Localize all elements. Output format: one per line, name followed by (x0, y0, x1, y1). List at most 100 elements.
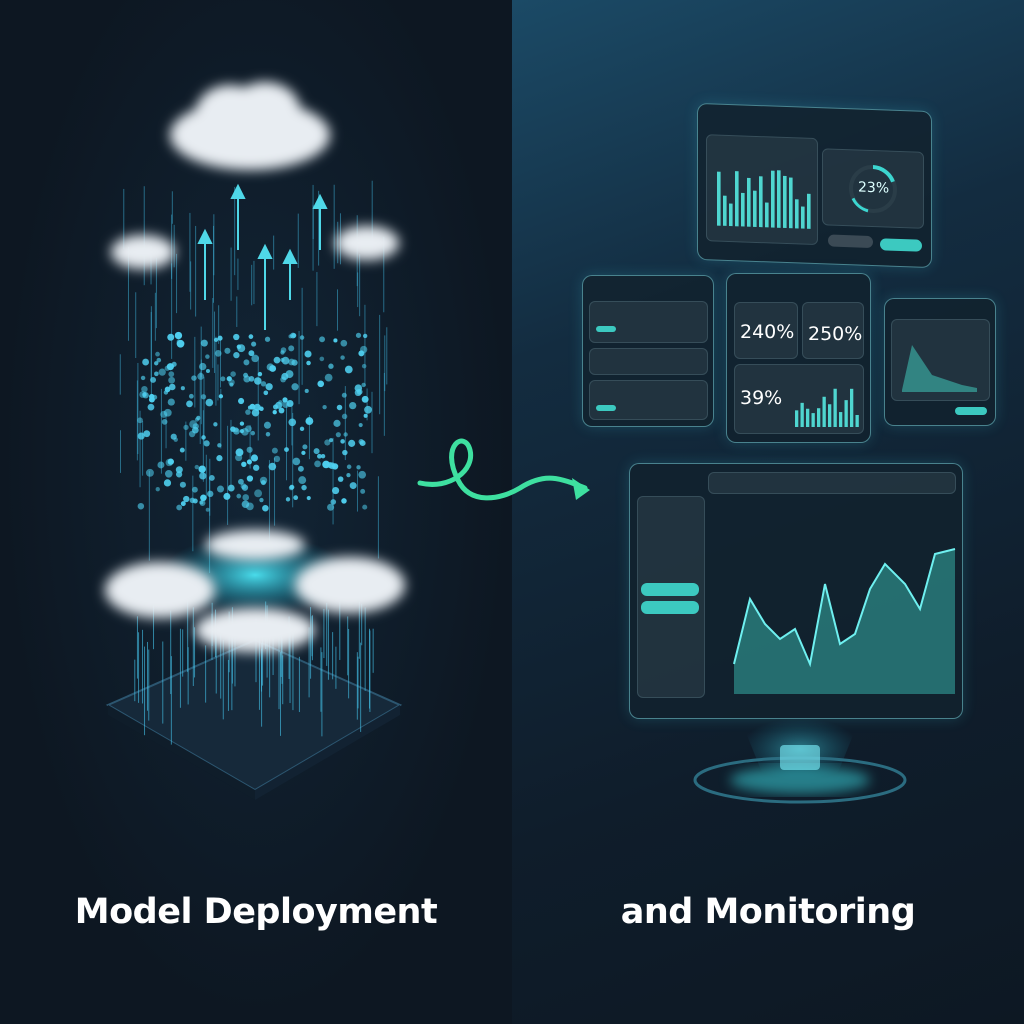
sidebar-item-active[interactable] (641, 583, 699, 596)
node (236, 493, 242, 499)
node (245, 409, 251, 415)
node (183, 495, 190, 503)
node (331, 486, 340, 495)
node (216, 455, 223, 462)
node (280, 357, 285, 362)
bar (729, 203, 733, 227)
node (330, 499, 337, 505)
node (304, 388, 309, 394)
node (250, 430, 256, 436)
node (343, 432, 348, 437)
node (328, 363, 334, 369)
node (259, 497, 264, 503)
node (361, 395, 369, 403)
node (150, 376, 157, 383)
dashboard-top[interactable]: 23% (697, 102, 932, 269)
node (141, 385, 148, 393)
node (250, 454, 259, 462)
bar (735, 171, 739, 227)
bar (828, 404, 832, 427)
node (359, 440, 366, 447)
sidebar-item-active[interactable] (641, 601, 699, 614)
node (164, 386, 171, 393)
node (340, 355, 345, 360)
primary-button[interactable] (880, 238, 922, 252)
bar (783, 175, 787, 229)
node (168, 383, 176, 391)
node (161, 419, 168, 425)
area-chart-card (891, 319, 990, 401)
node (358, 350, 365, 357)
node (314, 460, 321, 468)
bar (822, 396, 826, 427)
metric-card: 240% (734, 302, 798, 359)
node (329, 438, 334, 443)
cloud-icon (105, 82, 405, 652)
node (189, 420, 198, 429)
metric-card: 250% (802, 302, 864, 359)
bar (777, 170, 781, 228)
primary-button[interactable] (955, 407, 987, 415)
node (306, 360, 311, 366)
node (156, 357, 162, 363)
node (336, 404, 343, 411)
node (271, 447, 278, 454)
node (230, 426, 236, 432)
node (239, 421, 245, 426)
node (199, 472, 207, 480)
node (142, 358, 150, 366)
bar (795, 199, 799, 229)
line-chart (733, 548, 956, 694)
node (189, 497, 196, 504)
node (288, 485, 294, 491)
node (319, 356, 325, 362)
node (320, 453, 326, 459)
metric-row (589, 301, 708, 343)
bar (801, 206, 805, 229)
node (324, 439, 331, 446)
node (299, 335, 305, 340)
node (236, 344, 242, 349)
node (269, 365, 277, 372)
node (235, 454, 243, 462)
node (265, 432, 271, 437)
node (251, 341, 257, 347)
node (305, 417, 314, 426)
node (299, 426, 305, 432)
bar (806, 408, 810, 427)
sidebar (637, 496, 705, 698)
node (363, 413, 368, 418)
dashboard-left[interactable] (582, 275, 714, 427)
bar (789, 177, 793, 229)
secondary-button[interactable] (828, 234, 873, 249)
metric-value: 39% (740, 387, 783, 409)
dashboard-main[interactable] (629, 463, 963, 719)
node (249, 403, 256, 410)
node (355, 332, 362, 338)
node (324, 373, 333, 382)
node (264, 336, 271, 342)
node (333, 338, 338, 343)
node (285, 497, 291, 502)
node (245, 425, 252, 433)
node (137, 432, 145, 440)
monitoring-caption: and Monitoring (620, 892, 916, 932)
node (254, 377, 262, 385)
node (361, 363, 367, 369)
bar (753, 190, 757, 227)
node (322, 404, 327, 410)
node (205, 368, 210, 373)
node (158, 368, 166, 376)
node (346, 464, 352, 470)
node (179, 481, 186, 488)
node (297, 465, 304, 472)
dashboard-right[interactable] (884, 298, 996, 426)
gauge-value: 23% (858, 179, 890, 197)
node (238, 478, 244, 485)
dashboard-center[interactable]: 240% 250% 39% (726, 273, 871, 443)
node (224, 347, 231, 354)
node (137, 502, 145, 510)
node (198, 362, 207, 371)
node (362, 504, 368, 510)
node (140, 375, 146, 381)
